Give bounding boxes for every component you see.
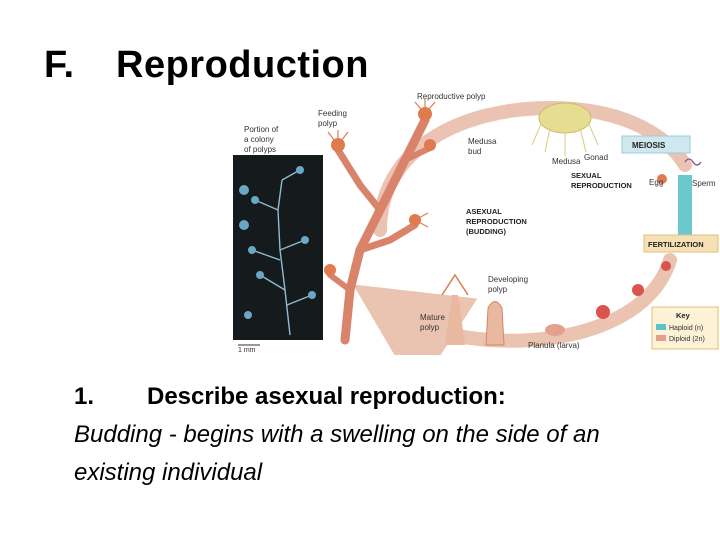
slide-body: 1. Describe asexual reproduction: Budding… — [74, 378, 694, 492]
key-haploid-label: Haploid (n) — [669, 325, 703, 332]
slide-title: F. Reproduction — [44, 44, 369, 87]
meiosis-label: MEIOSIS — [632, 141, 666, 150]
life-cycle-arrow-lower — [353, 253, 677, 355]
sexual-reproduction-label: SEXUAL REPRODUCTION — [571, 171, 632, 190]
haploid-swatch — [656, 324, 666, 330]
asexual-reproduction-label: ASEXUAL REPRODUCTION (BUDDING) — [466, 207, 529, 236]
gonad-label: Gonad — [584, 153, 608, 162]
developing-polyp-label: Developing polyp — [488, 275, 530, 294]
polyp-colony — [324, 99, 469, 345]
answer-line-1: Budding - begins with a swelling on the … — [74, 421, 600, 448]
medusa-bud-label: Medusa bud — [468, 137, 499, 156]
medusa-label: Medusa — [552, 157, 581, 166]
title-number: F. — [44, 44, 75, 86]
photo-label: Portion of a colony of polyps — [244, 125, 280, 154]
question-number: 1. — [74, 383, 95, 410]
key-diploid-label: Diploid (2n) — [669, 336, 705, 343]
question-text: Describe asexual reproduction: — [147, 383, 506, 410]
title-text: Reproduction — [116, 44, 369, 86]
feeding-polyp-label: Feeding polyp — [318, 109, 349, 128]
question-item: 1. Describe asexual reproduction: — [74, 378, 694, 416]
planula-label: Planula (larva) — [528, 341, 580, 350]
mature-polyp — [485, 301, 505, 346]
answer-line-2: existing individual — [74, 459, 263, 486]
gametes — [545, 158, 702, 336]
colony-photo — [233, 155, 323, 340]
scale-label: 1 mm — [238, 347, 256, 354]
diploid-swatch — [656, 335, 666, 341]
medusa — [531, 102, 599, 156]
sperm-label: Sperm — [692, 179, 716, 188]
key-box: Key Haploid (n) Diploid (2n) — [651, 306, 719, 350]
fertilization-box — [643, 234, 719, 253]
meiosis-box — [621, 135, 691, 154]
fertilization-label: FERTILIZATION — [648, 240, 704, 249]
reproductive-polyp-label: Reproductive polyp — [417, 92, 486, 101]
key-title: Key — [676, 311, 691, 320]
egg-label: Egg — [649, 178, 663, 187]
hydrozoan-life-cycle-diagram: Portion of a colony of polyps 1 mm — [233, 92, 719, 355]
mature-polyp-label: Mature polyp — [420, 313, 447, 332]
